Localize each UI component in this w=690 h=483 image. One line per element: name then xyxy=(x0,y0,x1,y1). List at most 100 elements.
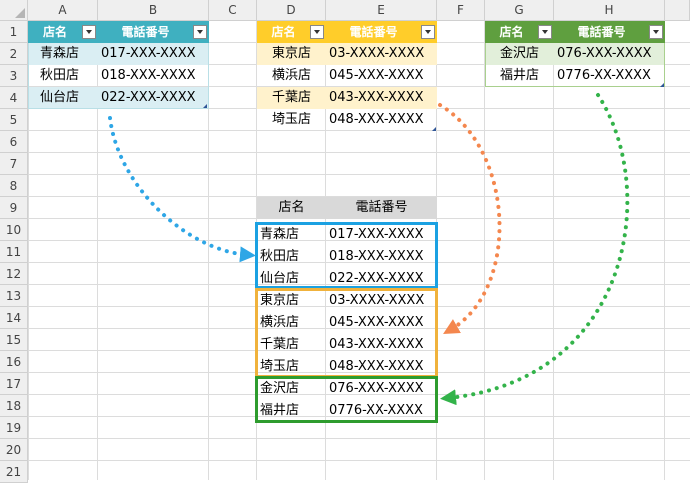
table-cell[interactable]: 埼玉店 xyxy=(272,112,312,127)
dropdown-arrow-icon[interactable] xyxy=(538,25,552,39)
row-header-17[interactable]: 17 xyxy=(0,373,28,395)
table-cell[interactable]: 0776-XX-XXXX xyxy=(557,68,651,83)
row-header-4[interactable]: 4 xyxy=(0,87,28,109)
header-label: 店名 xyxy=(499,25,524,39)
row-header-5[interactable]: 5 xyxy=(0,109,28,131)
row-header-21[interactable]: 21 xyxy=(0,461,28,483)
table-cell[interactable]: 048-XXX-XXXX xyxy=(329,359,424,374)
row-header-12[interactable]: 12 xyxy=(0,263,28,285)
row-header-18[interactable]: 18 xyxy=(0,395,28,417)
table-cell[interactable]: 青森店 xyxy=(260,227,300,242)
grid-column-line xyxy=(97,21,98,480)
table-cell[interactable]: 金沢店 xyxy=(485,43,554,65)
dropdown-arrow-icon[interactable] xyxy=(649,25,663,39)
group-box-green xyxy=(255,376,438,423)
row-header-1[interactable]: 1 xyxy=(0,21,28,43)
arrow-green xyxy=(440,93,630,406)
table-cell[interactable]: 048-XXX-XXXX xyxy=(329,112,424,127)
table-resize-handle-icon[interactable] xyxy=(660,83,664,87)
grid-column-line xyxy=(484,21,485,480)
row-header-3[interactable]: 3 xyxy=(0,65,28,87)
column-header-B[interactable]: B xyxy=(98,0,209,21)
row-header-16[interactable]: 16 xyxy=(0,351,28,373)
row-header-9[interactable]: 9 xyxy=(0,197,28,219)
merged-header-phone[interactable]: 電話番号 xyxy=(326,197,437,219)
table-cell[interactable]: 018-XXX-XXXX xyxy=(329,249,424,264)
table-cell[interactable]: 0776-XX-XXXX xyxy=(329,403,423,418)
arrow-orange xyxy=(438,103,502,334)
grid-column-line xyxy=(325,21,326,480)
table-cell[interactable]: 076-XXX-XXXX xyxy=(554,43,665,65)
table-border xyxy=(664,43,665,87)
table-cell[interactable]: 埼玉店 xyxy=(260,359,300,374)
table-green-header-store[interactable]: 店名 xyxy=(485,21,554,43)
table-cell[interactable]: 東京店 xyxy=(257,43,326,65)
table-resize-handle-icon[interactable] xyxy=(432,127,436,131)
table-border xyxy=(28,108,209,109)
table-cell[interactable]: 福井店 xyxy=(500,68,540,83)
table-cell[interactable]: 横浜店 xyxy=(272,68,312,83)
table-blue-header-phone[interactable]: 電話番号 xyxy=(98,21,209,43)
dropdown-arrow-icon[interactable] xyxy=(421,25,435,39)
select-all-corner[interactable] xyxy=(0,0,28,21)
row-header-7[interactable]: 7 xyxy=(0,153,28,175)
table-border xyxy=(485,86,665,87)
header-label: 電話番号 xyxy=(349,25,398,39)
table-cell[interactable]: 仙台店 xyxy=(28,87,98,109)
dropdown-arrow-icon[interactable] xyxy=(82,25,96,39)
table-border xyxy=(208,43,209,109)
dropdown-arrow-icon[interactable] xyxy=(193,25,207,39)
column-header-A[interactable]: A xyxy=(28,0,98,21)
header-label: 店名 xyxy=(42,25,67,39)
row-header-8[interactable]: 8 xyxy=(0,175,28,197)
select-all-triangle-icon[interactable] xyxy=(15,8,25,18)
table-cell[interactable]: 076-XXX-XXXX xyxy=(329,381,424,396)
dropdown-arrow-icon[interactable] xyxy=(310,25,324,39)
table-resize-handle-icon[interactable] xyxy=(203,104,207,108)
table-cell[interactable]: 022-XXX-XXXX xyxy=(98,87,209,109)
row-header-2[interactable]: 2 xyxy=(0,43,28,65)
row-header-14[interactable]: 14 xyxy=(0,307,28,329)
table-cell[interactable]: 045-XXX-XXXX xyxy=(329,315,424,330)
table-cell[interactable]: 金沢店 xyxy=(260,381,300,396)
table-cell[interactable]: 福井店 xyxy=(260,403,300,418)
table-cell[interactable]: 022-XXX-XXXX xyxy=(329,271,424,286)
table-cell[interactable]: 千葉店 xyxy=(260,337,300,352)
table-cell[interactable]: 横浜店 xyxy=(260,315,300,330)
table-yellow-header-store[interactable]: 店名 xyxy=(257,21,326,43)
group-box-blue xyxy=(255,222,438,289)
header-label: 電話番号 xyxy=(577,25,626,39)
row-header-13[interactable]: 13 xyxy=(0,285,28,307)
table-cell[interactable]: 秋田店 xyxy=(260,249,300,264)
row-header-6[interactable]: 6 xyxy=(0,131,28,153)
table-cell[interactable]: 03-XXXX-XXXX xyxy=(326,43,437,65)
table-cell[interactable]: 東京店 xyxy=(260,293,300,308)
column-header-G[interactable]: G xyxy=(485,0,554,21)
column-header-H[interactable]: H xyxy=(554,0,665,21)
table-cell[interactable]: 仙台店 xyxy=(260,271,300,286)
table-cell[interactable]: 秋田店 xyxy=(40,68,80,83)
table-green-header-phone[interactable]: 電話番号 xyxy=(554,21,665,43)
table-cell[interactable]: 03-XXXX-XXXX xyxy=(329,293,425,308)
table-cell[interactable]: 045-XXX-XXXX xyxy=(329,68,424,83)
row-header-11[interactable]: 11 xyxy=(0,241,28,263)
row-header-15[interactable]: 15 xyxy=(0,329,28,351)
table-cell[interactable]: 017-XXX-XXXX xyxy=(98,43,209,65)
row-header-19[interactable]: 19 xyxy=(0,417,28,439)
column-header-F[interactable]: F xyxy=(437,0,485,21)
column-header-E[interactable]: E xyxy=(326,0,437,21)
column-header-C[interactable]: C xyxy=(209,0,257,21)
table-blue-header-store[interactable]: 店名 xyxy=(28,21,98,43)
table-cell[interactable]: 043-XXX-XXXX xyxy=(326,87,437,109)
table-cell[interactable]: 017-XXX-XXXX xyxy=(329,227,424,242)
row-header-10[interactable]: 10 xyxy=(0,219,28,241)
merged-header-store[interactable]: 店名 xyxy=(257,197,326,219)
row-header-20[interactable]: 20 xyxy=(0,439,28,461)
table-cell[interactable]: 千葉店 xyxy=(257,87,326,109)
table-cell[interactable]: 青森店 xyxy=(28,43,98,65)
table-yellow-header-phone[interactable]: 電話番号 xyxy=(326,21,437,43)
table-cell[interactable]: 018-XXX-XXXX xyxy=(101,68,196,83)
table-cell[interactable]: 043-XXX-XXXX xyxy=(329,337,424,352)
column-header-D[interactable]: D xyxy=(257,0,326,21)
